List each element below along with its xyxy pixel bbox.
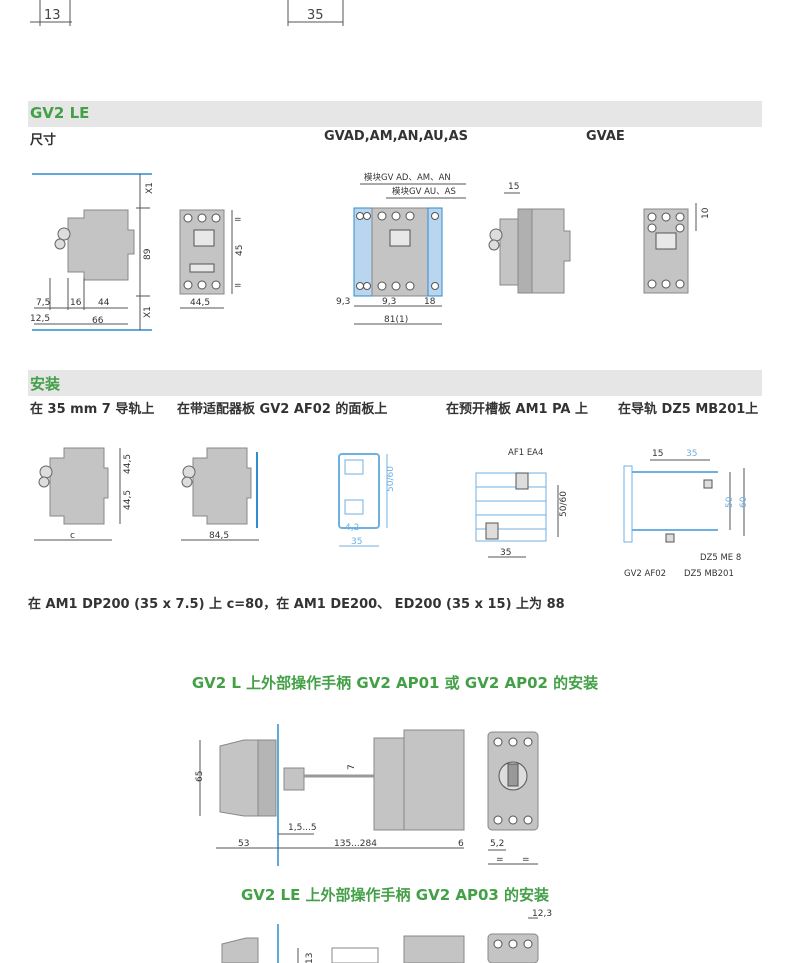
dim-10: 10 — [701, 207, 711, 219]
dim-89: 89 — [143, 248, 153, 260]
dim-50-rail: 50 — [725, 496, 735, 508]
figure-adapter-mount: 84,5 — [181, 447, 259, 541]
top-dimension-fragment: 13 35 — [30, 0, 344, 26]
label-dz5-mb201: DZ5 MB201 — [684, 569, 734, 579]
section-title-handle-ap03: GV2 LE 上外部操作手柄 GV2 AP03 的安装 — [240, 886, 550, 904]
dim-35: 35 — [307, 8, 324, 23]
dim-50-60-plate: 50/60 — [559, 491, 569, 517]
dim-13: 13 — [44, 8, 61, 23]
dim-44: 44 — [98, 298, 110, 308]
label-af1ea4: AF1 EA4 — [508, 448, 543, 458]
dim-50-60: 50/60 — [386, 466, 396, 492]
dim-x1-bottom: X1 — [143, 306, 153, 318]
dim-4-2: 4,2 — [345, 523, 359, 533]
caption-dz5-rail: 在导轨 DZ5 MB201上 — [618, 402, 759, 417]
figure-plate-slots: 50/60 4,2 35 — [338, 453, 396, 547]
module-label-ad: 模块GV AD、AM、AN — [364, 172, 451, 183]
dim-7: 7 — [347, 764, 357, 770]
dim-13-ap03: 13 — [305, 953, 315, 963]
dim-35-rail: 35 — [686, 449, 697, 459]
dim-12-3: 12,3 — [532, 909, 552, 919]
dim-135-284: 135...284 — [334, 839, 377, 849]
mounting-note: 在 AM1 DP200 (35 x 7.5) 上 c=80，在 AM1 DE20… — [28, 597, 565, 612]
dim-44-5: 44,5 — [190, 298, 210, 308]
figure-external-handle: 65 7 1,5...5 53 135...284 6 5,2 = = — [195, 724, 539, 866]
label-gv2-af02: GV2 AF02 — [624, 569, 666, 579]
dim-9-3-mid: 9,3 — [382, 297, 396, 307]
dim-eq-2: = — [522, 855, 530, 865]
dim-12-5: 12,5 — [30, 314, 50, 324]
dim-81: 81(1) — [384, 315, 408, 325]
dim-35-plate: 35 — [500, 548, 511, 558]
section-title-gv2le: GV2 LE — [30, 104, 90, 122]
column-head-size: 尺寸 — [30, 133, 57, 148]
dim-66: 66 — [92, 316, 104, 326]
dim-44-5-bottom: 44,5 — [123, 490, 133, 510]
label-dz5-me8: DZ5 ME 8 — [700, 553, 741, 563]
dim-15-rail: 15 — [652, 449, 663, 459]
dim-84-5: 84,5 — [209, 531, 229, 541]
module-label-au: 模块GV AU、AS — [392, 186, 456, 197]
figure-rail-mount: 44,5 44,5 c — [34, 447, 133, 541]
dim-c: c — [70, 531, 75, 541]
section-title-install: 安装 — [30, 375, 61, 393]
dim-x1-top: X1 — [145, 182, 155, 194]
caption-rail-35: 在 35 mm 7 导轨上 — [30, 402, 155, 417]
dim-35-slots: 35 — [351, 537, 362, 547]
section-band-gv2le — [28, 101, 762, 127]
figure-gvae: 15 10 — [488, 182, 711, 294]
dim-45: 45 — [235, 245, 245, 256]
dim-6: 6 — [458, 839, 464, 849]
dim-15: 15 — [508, 182, 519, 192]
section-title-handle-ap01: GV2 L 上外部操作手柄 GV2 AP01 或 GV2 AP02 的安装 — [191, 674, 599, 692]
caption-adapter-plate: 在带适配器板 GV2 AF02 的面板上 — [177, 402, 388, 417]
figure-am1pa-plate: AF1 EA4 50/60 35 — [475, 448, 569, 558]
figure-dz5-rail: 15 35 50 60 DZ5 ME 8 GV2 AF02 DZ5 MB201 — [623, 449, 749, 579]
dim-5-2: 5,2 — [490, 839, 504, 849]
dim-65: 65 — [195, 771, 205, 782]
dim-9-3-left: 9,3 — [336, 297, 350, 307]
section-band-install — [28, 370, 762, 396]
dim-eq-bottom: = — [234, 281, 242, 291]
dim-53: 53 — [238, 839, 249, 849]
dim-16: 16 — [70, 298, 82, 308]
dim-60-rail: 60 — [739, 496, 749, 508]
dim-eq-top: = — [234, 215, 242, 225]
figure-gv2le-dimensions: X1 89 X1 7,5 16 44 12,5 66 = 45 = 44,5 — [30, 173, 245, 331]
figure-gvad-modules: 模块GV AD、AM、AN 模块GV AU、AS 9,3 9,3 18 81(1… — [336, 172, 466, 325]
figure-handle-ap03: 13 12,3 — [221, 909, 552, 963]
dim-18: 18 — [424, 297, 436, 307]
column-head-gvad: GVAD,AM,AN,AU,AS — [324, 129, 469, 144]
dim-7-5: 7,5 — [36, 298, 50, 308]
dim-eq-1: = — [496, 855, 504, 865]
dim-44-5-top: 44,5 — [123, 454, 133, 474]
caption-slotted-plate: 在预开槽板 AM1 PA 上 — [446, 402, 589, 417]
dim-1-5-5: 1,5...5 — [288, 823, 317, 833]
column-head-gvae: GVAE — [586, 129, 625, 144]
